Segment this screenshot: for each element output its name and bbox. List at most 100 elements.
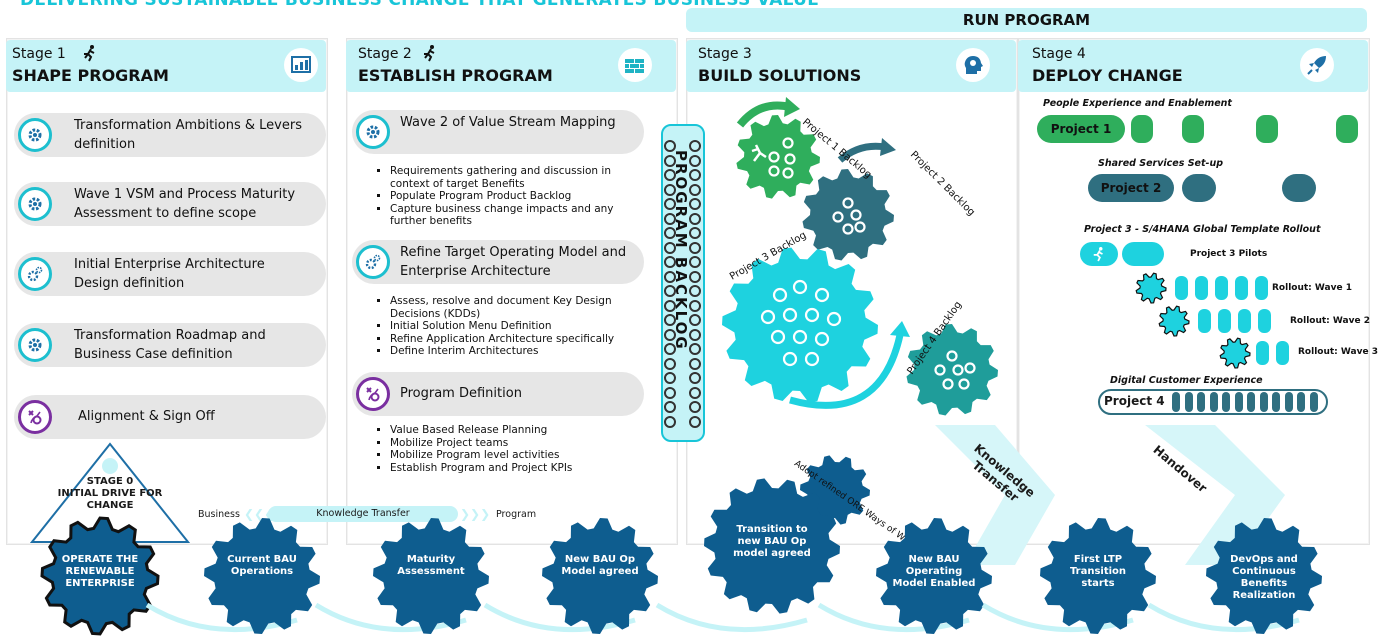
knowledge-transfer-bar bbox=[268, 506, 458, 522]
rollout-wave-3-label: Rollout: Wave 3 bbox=[1298, 347, 1378, 357]
project-3-gear-body bbox=[722, 247, 878, 403]
milestone-gear-shape bbox=[1206, 518, 1322, 634]
backlog-item-ring bbox=[934, 364, 946, 376]
milestone-gear bbox=[1206, 518, 1322, 634]
project-3-arrow bbox=[789, 334, 904, 409]
left-chevrons: ❮❮❮ bbox=[244, 507, 275, 521]
backlog-item-icon bbox=[689, 183, 701, 196]
stage-0-label: STAGE 0 INITIAL DRIVE FOR CHANGE bbox=[50, 476, 170, 512]
backlog-item-ring bbox=[768, 165, 780, 177]
backlog-item-icon bbox=[664, 154, 676, 167]
milestone-gear bbox=[542, 518, 658, 634]
green-increment bbox=[1131, 115, 1153, 143]
stage-1-number: Stage 1 bbox=[12, 46, 66, 62]
rollout-increment bbox=[1215, 276, 1228, 300]
backlog-item-ring bbox=[842, 197, 854, 209]
track-label: People Experience and Enablement bbox=[1043, 98, 1232, 109]
stage-1-item: Wave 1 VSM and Process Maturity Assessme… bbox=[14, 182, 326, 226]
project-3-arrowhead bbox=[890, 321, 910, 337]
program-label: Program bbox=[496, 509, 537, 520]
backlog-item-ring bbox=[784, 153, 796, 165]
right-chevrons: ❯❯❯ bbox=[460, 507, 491, 521]
runner-icon bbox=[751, 144, 767, 162]
milestone-gear-label: Maturity Assessment bbox=[397, 554, 465, 577]
dashboard-icon bbox=[284, 48, 318, 82]
project-2-backlog-label: Project 2 Backlog bbox=[908, 149, 977, 218]
backlog-item-ring bbox=[854, 221, 866, 233]
backlog-item-icon bbox=[664, 372, 676, 384]
rollout-gear-icon bbox=[1158, 305, 1190, 337]
stage-1-item-text: Wave 1 VSM and Process Maturity Assessme… bbox=[74, 187, 296, 221]
rollout-wave-1-label: Rollout: Wave 1 bbox=[1272, 283, 1352, 293]
milestone-gear-shape bbox=[1040, 518, 1156, 634]
project-2-arrow bbox=[837, 142, 886, 163]
milestone-gear-shape-body bbox=[204, 518, 320, 634]
backlog-item-icon bbox=[689, 270, 701, 283]
backlog-item-ring bbox=[792, 279, 808, 295]
milestone-gear-label: New BAU Operating Model Enabled bbox=[892, 554, 976, 589]
backlog-item-ring bbox=[804, 351, 820, 367]
milestone-gear-shape-body bbox=[542, 518, 658, 634]
backlog-item-ring bbox=[782, 167, 794, 179]
backlog-item-ring bbox=[946, 350, 958, 362]
stage-3-header: Stage 3 BUILD SOLUTIONS bbox=[686, 40, 1016, 92]
backlog-item-icon bbox=[689, 299, 701, 312]
rollout-gear-icon bbox=[1135, 272, 1167, 304]
milestone-gear bbox=[876, 518, 992, 634]
milestone-gear-label: DevOps and Continuous Benefits Realizati… bbox=[1230, 554, 1298, 601]
backlog-item-icon bbox=[664, 198, 676, 210]
backlog-item-ring bbox=[782, 307, 798, 323]
runner-icon bbox=[424, 45, 435, 62]
project-4-increment bbox=[1209, 392, 1218, 412]
track-label: Digital Customer Experience bbox=[1110, 375, 1263, 386]
flow-swoosh bbox=[655, 602, 808, 633]
stage-1-item-text: Transformation Roadmap and Business Case… bbox=[74, 328, 266, 362]
strategy-icon bbox=[18, 400, 52, 434]
stage-2-bullet: Value Based Release Planning bbox=[390, 424, 652, 437]
rollout-increment bbox=[1198, 309, 1211, 333]
backlog-item-icon bbox=[664, 328, 676, 341]
backlog-item-icon bbox=[689, 227, 701, 239]
project-2-pill: Project 2 bbox=[1088, 174, 1174, 202]
stage-4-number: Stage 4 bbox=[1032, 46, 1086, 62]
backlog-item-ring bbox=[958, 378, 970, 390]
backlog-item-icon bbox=[689, 314, 701, 326]
stage-2-title: ESTABLISH PROGRAM bbox=[358, 66, 553, 85]
stage-2-bullet-list: Assess, resolve and document Key Design … bbox=[372, 295, 652, 358]
stage-2-section-header: Program Definition bbox=[352, 372, 644, 416]
backlog-item-ring bbox=[772, 287, 788, 303]
backlog-item-icon bbox=[689, 212, 701, 225]
stage-2-section-title: Refine Target Operating Model and Enterp… bbox=[400, 245, 627, 279]
stage-1-item: Alignment & Sign Off bbox=[14, 395, 326, 439]
backlog-item-ring bbox=[814, 287, 830, 303]
milestone-gear-shape bbox=[40, 516, 160, 636]
backlog-item-icon bbox=[664, 401, 676, 413]
rollout-increment bbox=[1238, 309, 1251, 333]
backlog-item-ring bbox=[814, 331, 830, 347]
project-4-bar bbox=[1098, 389, 1328, 415]
stage-2-bullet-list: Value Based Release PlanningMobilize Pro… bbox=[372, 424, 652, 474]
backlog-item-icon bbox=[689, 256, 701, 268]
milestone-gear-label: OPERATE THE RENEWABLE ENTERPRISE bbox=[61, 554, 139, 589]
project-4-increment bbox=[1197, 392, 1205, 412]
gears-icon bbox=[18, 257, 52, 291]
stage-2-bullet: Capture business change impacts and any … bbox=[390, 203, 652, 228]
backlog-item-ring bbox=[850, 209, 862, 221]
stage-1-item: Transformation Ambitions & Levers defini… bbox=[14, 113, 326, 157]
backlog-item-icon bbox=[664, 357, 676, 370]
milestone-gear-shape-body bbox=[40, 516, 160, 636]
milestone-gear-shape-body bbox=[1040, 518, 1156, 634]
backlog-item-ring bbox=[804, 307, 820, 323]
stage-2-bullet: Initial Solution Menu Definition bbox=[390, 320, 652, 333]
backlog-item-ring bbox=[832, 211, 844, 223]
wall-icon bbox=[618, 48, 652, 82]
rollout-increment bbox=[1218, 309, 1231, 333]
stage-2-number: Stage 2 bbox=[358, 46, 412, 62]
gear-icon bbox=[18, 328, 52, 362]
stage-0-line-1: STAGE 0 bbox=[86, 476, 134, 487]
rollout-gear-shape bbox=[1219, 337, 1251, 369]
strategy-icon bbox=[356, 377, 390, 411]
backlog-item-icon bbox=[664, 140, 676, 152]
stage-0-line-3: CHANGE bbox=[86, 500, 134, 511]
knowledge-transfer-arrow bbox=[935, 425, 1055, 565]
